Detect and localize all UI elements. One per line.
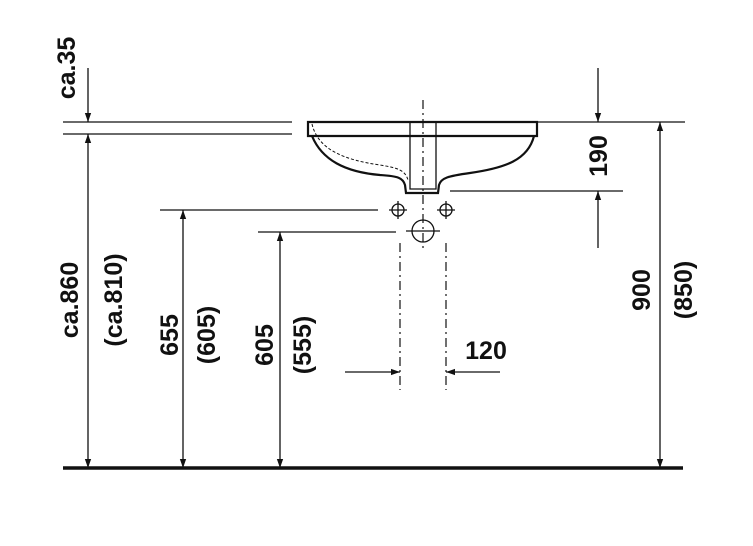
tap-hole-right	[437, 201, 455, 219]
label-605-alt: (605)	[193, 306, 221, 364]
basin	[306, 100, 539, 250]
label-ca35: ca.35	[53, 37, 81, 100]
label-900: 900	[628, 269, 656, 311]
label-555: (555)	[289, 316, 317, 374]
label-ca810: (ca.810)	[100, 253, 128, 346]
label-190: 190	[585, 135, 613, 177]
label-605: 605	[251, 324, 279, 366]
label-850: (850)	[670, 261, 698, 319]
label-655: 655	[156, 314, 184, 356]
label-120: 120	[465, 337, 507, 365]
waste-outlet	[406, 219, 440, 243]
tap-hole-left	[389, 201, 407, 219]
label-ca860: ca.860	[56, 262, 84, 338]
